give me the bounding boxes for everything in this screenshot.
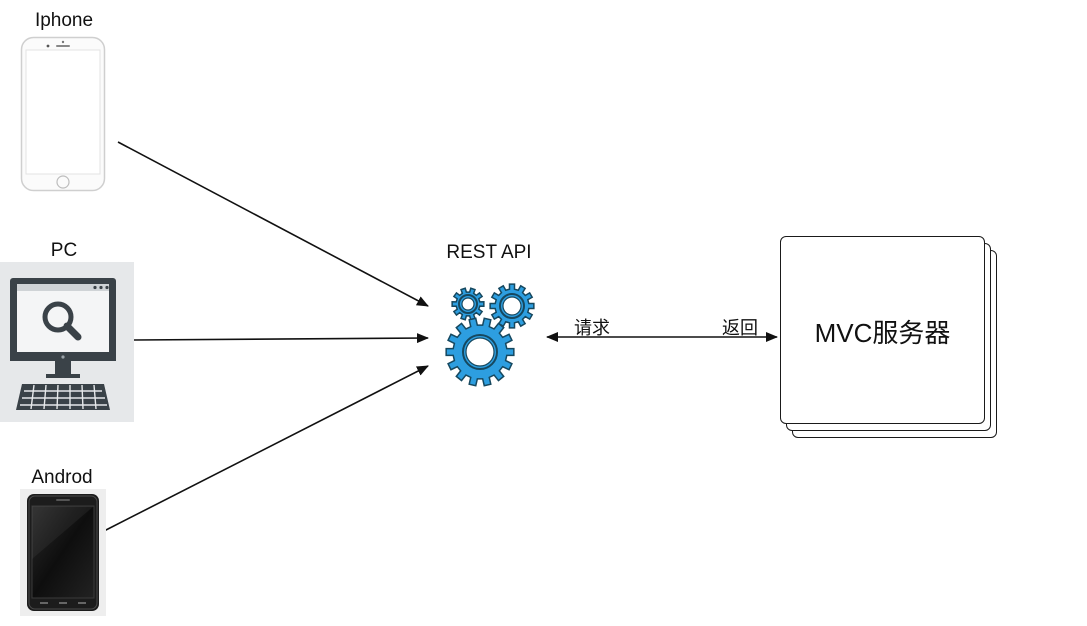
android-phone-icon [20, 489, 106, 616]
mvc-server-box: MVC服务器 [780, 236, 985, 424]
gears-icon [445, 283, 535, 387]
arrow-pc-to-api [133, 333, 429, 344]
gear-small-left-ring [458, 294, 478, 314]
gear-large-ring [462, 334, 498, 370]
desktop-computer-icon [0, 262, 134, 422]
iphone-icon [20, 36, 106, 192]
request-label: 请求 [574, 318, 610, 338]
gear-small-right-hole [502, 296, 522, 316]
mvc-server-label: MVC服务器 [814, 318, 951, 348]
rest-api-label: REST API [446, 242, 532, 263]
arrow-iphone-to-api [117, 141, 429, 307]
iphone-label: Iphone [34, 10, 94, 31]
gear-small-left-hole [461, 297, 475, 311]
android-label: Androd [31, 467, 93, 488]
arrow-android-to-api [103, 365, 429, 532]
gear-small-right-ring [499, 293, 525, 319]
pc-label: PC [50, 240, 78, 261]
gear-large-hole [465, 337, 495, 367]
response-label: 返回 [722, 318, 758, 338]
